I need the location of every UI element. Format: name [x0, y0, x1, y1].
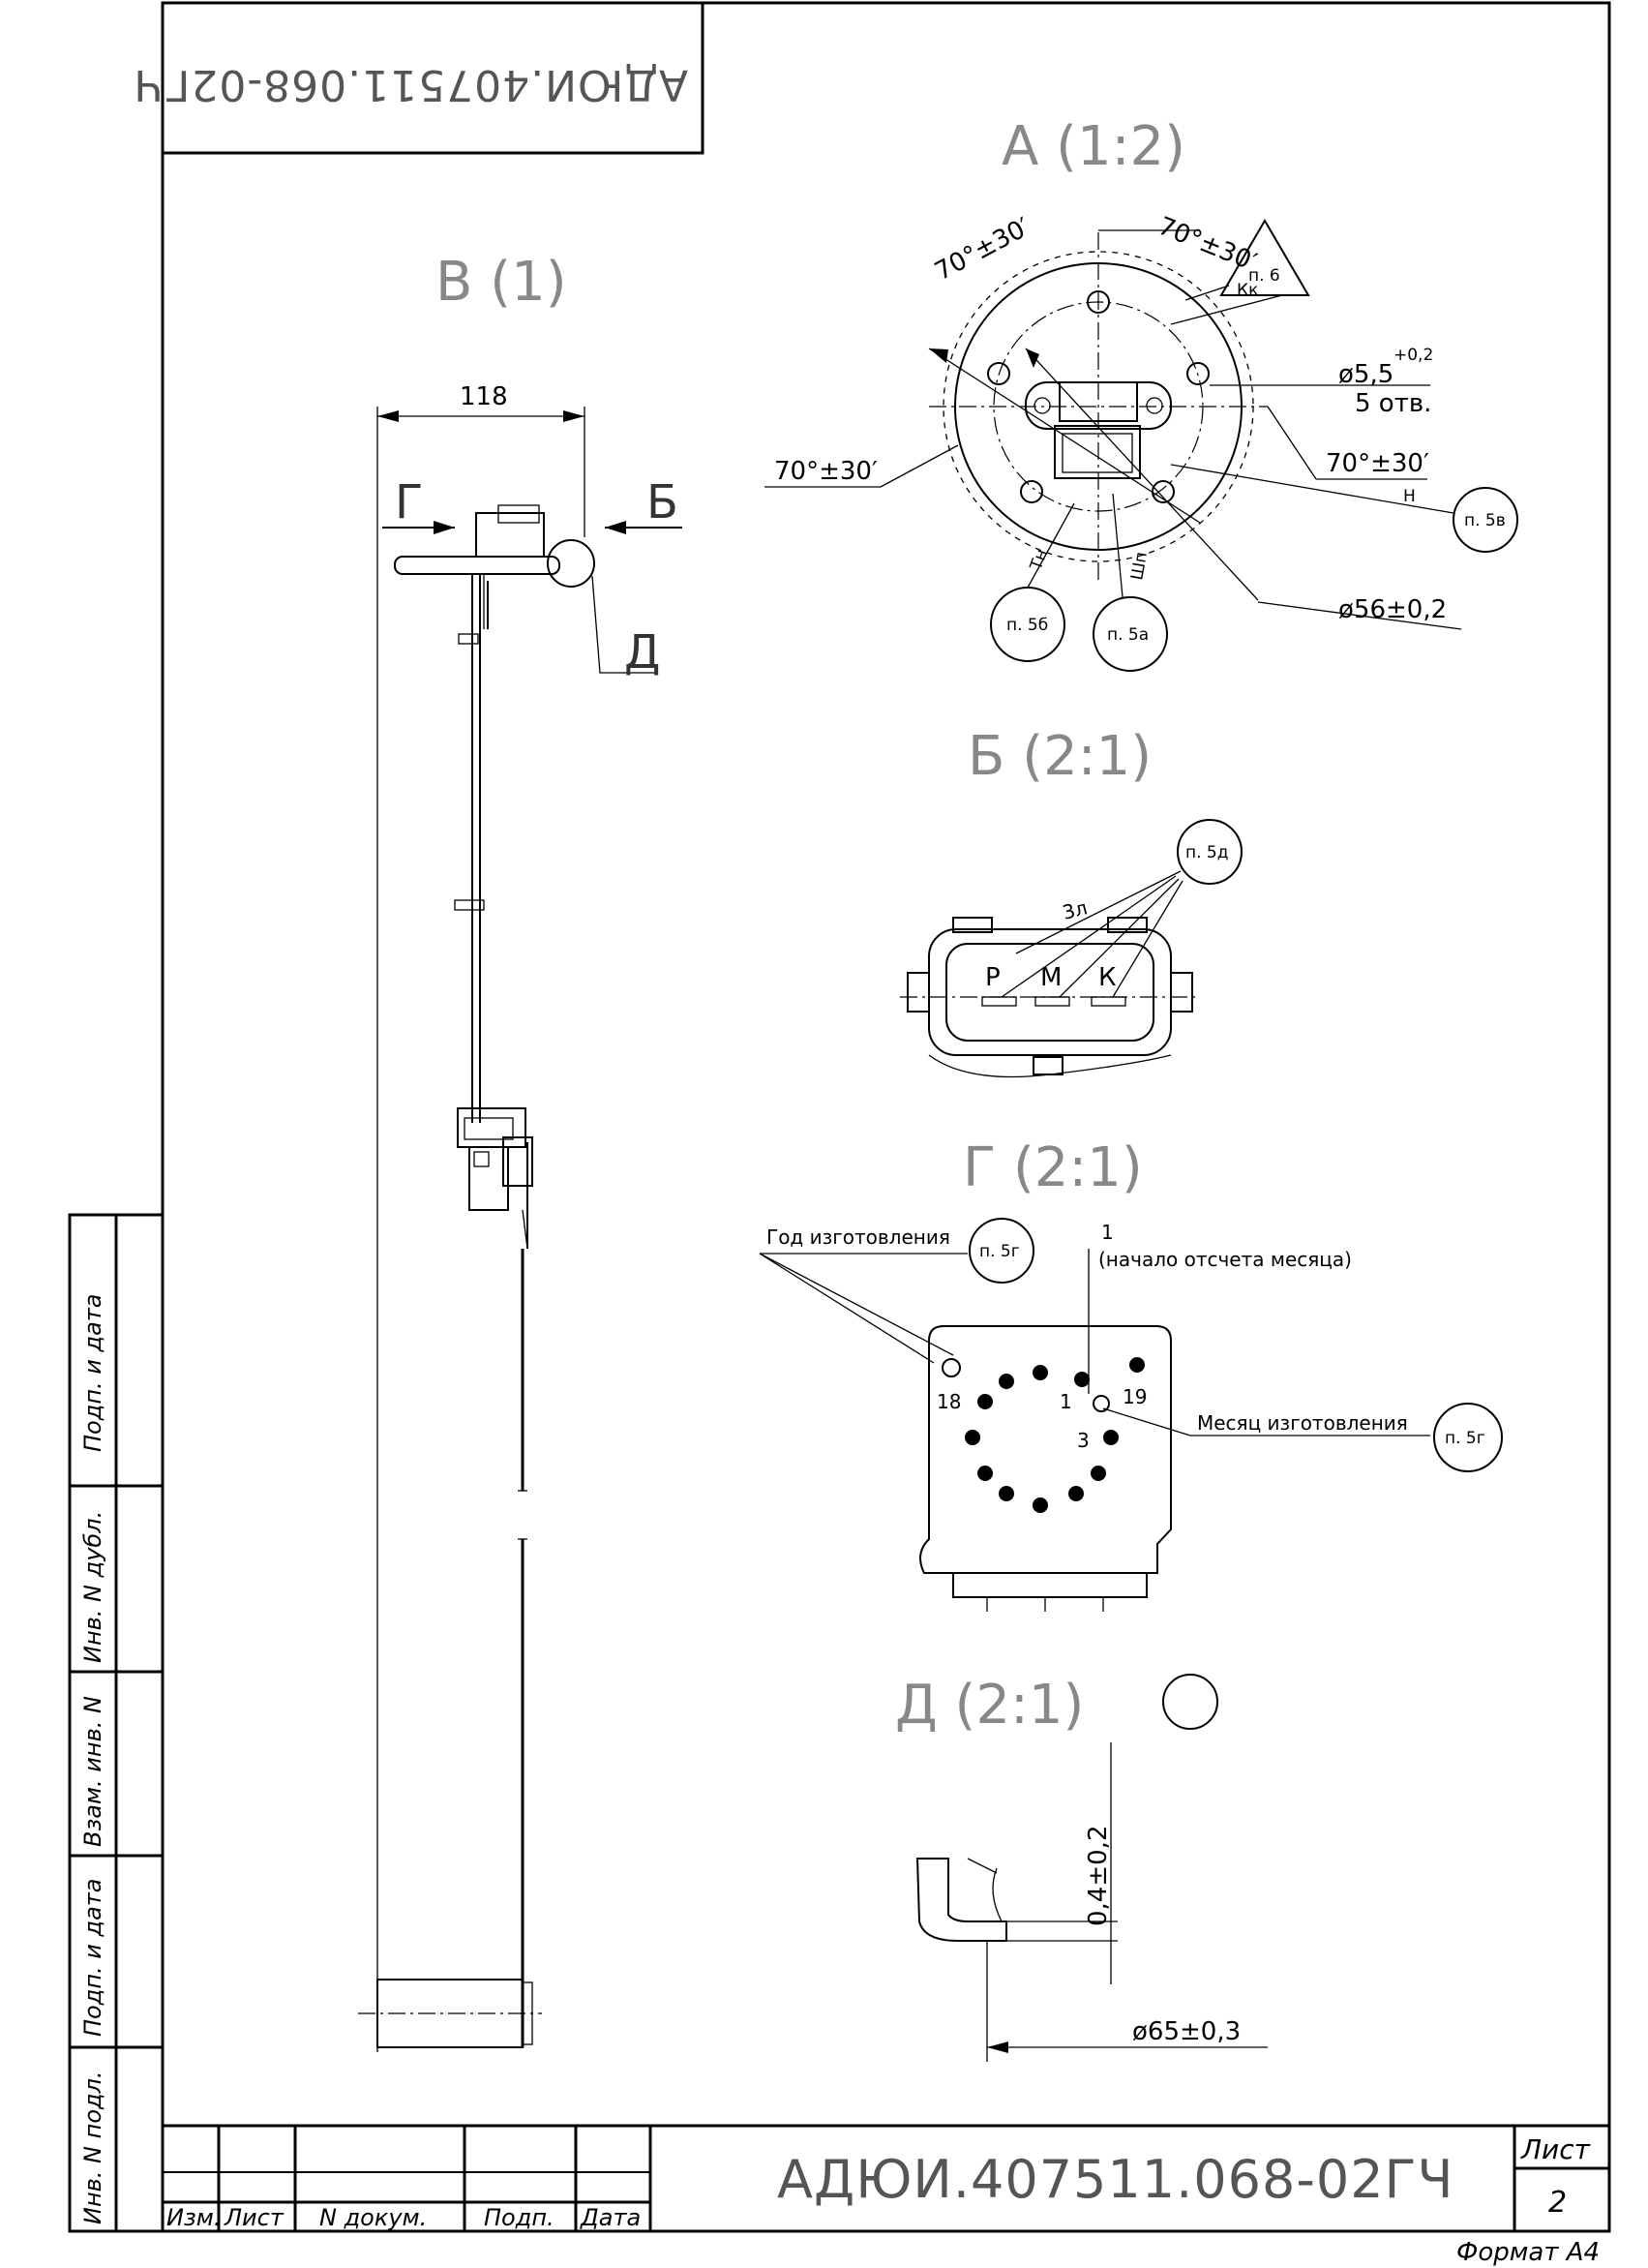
view-v-title: В (1)	[435, 251, 567, 314]
view-d-diameter: ø65±0,3	[1132, 2017, 1241, 2046]
view-g-title: Г (2:1)	[963, 1136, 1143, 1199]
view-a-angle-4: 70°±30′	[1326, 449, 1429, 478]
top-stamp-text: АДЮИ.407511.068-02ГЧ	[133, 60, 688, 109]
format-label: Формат А4	[1456, 2238, 1600, 2267]
view-a-note-5a: п. 5а	[1107, 625, 1149, 645]
view-a-angle-1: 70°±30′	[930, 212, 1035, 287]
view-v-detail-d: Д	[624, 625, 661, 680]
side-column: Инв. N подл. Подп. и дата Взам. инв. N И…	[68, 1213, 165, 2233]
view-b: Б (2:1) п. 5д 3л Р М К	[900, 725, 1243, 1078]
view-a-mark-shp: Шп	[1127, 551, 1152, 582]
view-a-hole-count: 5 отв.	[1355, 389, 1431, 418]
view-a-angle-2: 70°±30′	[1154, 212, 1260, 278]
view-a-note-5b: п. 5б	[1006, 616, 1048, 635]
view-a-mark-kk: Кк	[1237, 281, 1258, 300]
view-g-start-number: 1	[1101, 1221, 1114, 1244]
view-b-contact-p: Р	[985, 963, 1001, 992]
side-label-5: Подп. и дата	[79, 1294, 106, 1453]
side-label-1: Инв. N подл.	[79, 2071, 106, 2224]
tb-header-izm: Изм.	[166, 2204, 221, 2231]
view-a-hole-tol: +0,2	[1393, 346, 1433, 365]
view-b-count: 3л	[1060, 895, 1090, 923]
view-g-dial-3: 3	[1077, 1429, 1090, 1452]
view-v: В (1) 118 Г Б Д	[358, 251, 682, 2052]
view-g-dial-1: 1	[1060, 1390, 1072, 1413]
tb-header-podp: Подп.	[484, 2204, 554, 2231]
side-label-2: Подп. и дата	[79, 1879, 106, 2038]
sheet-frame	[161, 1, 1611, 2233]
view-g-year-label: Год изготовления	[766, 1225, 950, 1249]
view-d-title: Д (2:1)	[895, 1674, 1084, 1737]
tb-sheet-number: 2	[1548, 2186, 1567, 2220]
title-block: Изм. Лист N докум. Подп. Дата АДЮИ.40751…	[161, 2124, 1611, 2233]
tb-sheet-label: Лист	[1520, 2133, 1591, 2165]
view-g-note-2: п. 5г	[1445, 1429, 1485, 1448]
view-a-note-6: п. 6	[1248, 266, 1280, 286]
view-b-contact-k: К	[1098, 963, 1116, 992]
tb-header-ndoc: N докум.	[319, 2204, 427, 2231]
view-g-dial-18: 18	[937, 1390, 961, 1413]
view-b-title: Б (2:1)	[968, 725, 1152, 788]
tb-header-list: Лист	[224, 2204, 285, 2231]
view-a-hole-dia: ø5,5	[1338, 360, 1393, 389]
tb-designation: АДЮИ.407511.068-02ГЧ	[777, 2149, 1454, 2210]
side-label-3: Взам. инв. N	[79, 1696, 106, 1847]
view-v-arrow-g: Г	[395, 475, 423, 529]
view-g-start-label: (начало отсчета месяца)	[1098, 1248, 1352, 1271]
view-d: Д (2:1) 0,4±0,2 ø65±0,3	[895, 1674, 1268, 2062]
view-d-thickness: 0,4±0,2	[1084, 1826, 1113, 1926]
view-b-note: п. 5д	[1185, 843, 1229, 862]
view-g-dial-19: 19	[1123, 1385, 1147, 1408]
view-a-mark-n: Н	[1403, 487, 1416, 506]
view-g-note-1: п. 5г	[979, 1242, 1020, 1261]
top-stamp: АДЮИ.407511.068-02ГЧ	[133, 1, 704, 155]
view-a-title: А (1:2)	[1002, 115, 1185, 178]
view-a-angle-3: 70°±30′	[774, 457, 878, 486]
view-v-width-dim: 118	[460, 382, 508, 411]
view-a: А (1:2) п. 6 70°±30′ 70°±30′ 70°±30′ 70°…	[764, 115, 1518, 672]
tb-header-data: Дата	[580, 2204, 641, 2231]
side-label-4: Инв. N дубл.	[79, 1511, 106, 1663]
view-a-note-5v: п. 5в	[1464, 511, 1506, 530]
view-b-contact-m: М	[1040, 963, 1062, 992]
view-g: Г (2:1) Год изготовления п. 5г 1 (начало…	[759, 1136, 1503, 1612]
view-v-arrow-b: Б	[646, 475, 678, 529]
view-g-month-label: Месяц изготовления	[1197, 1411, 1408, 1435]
